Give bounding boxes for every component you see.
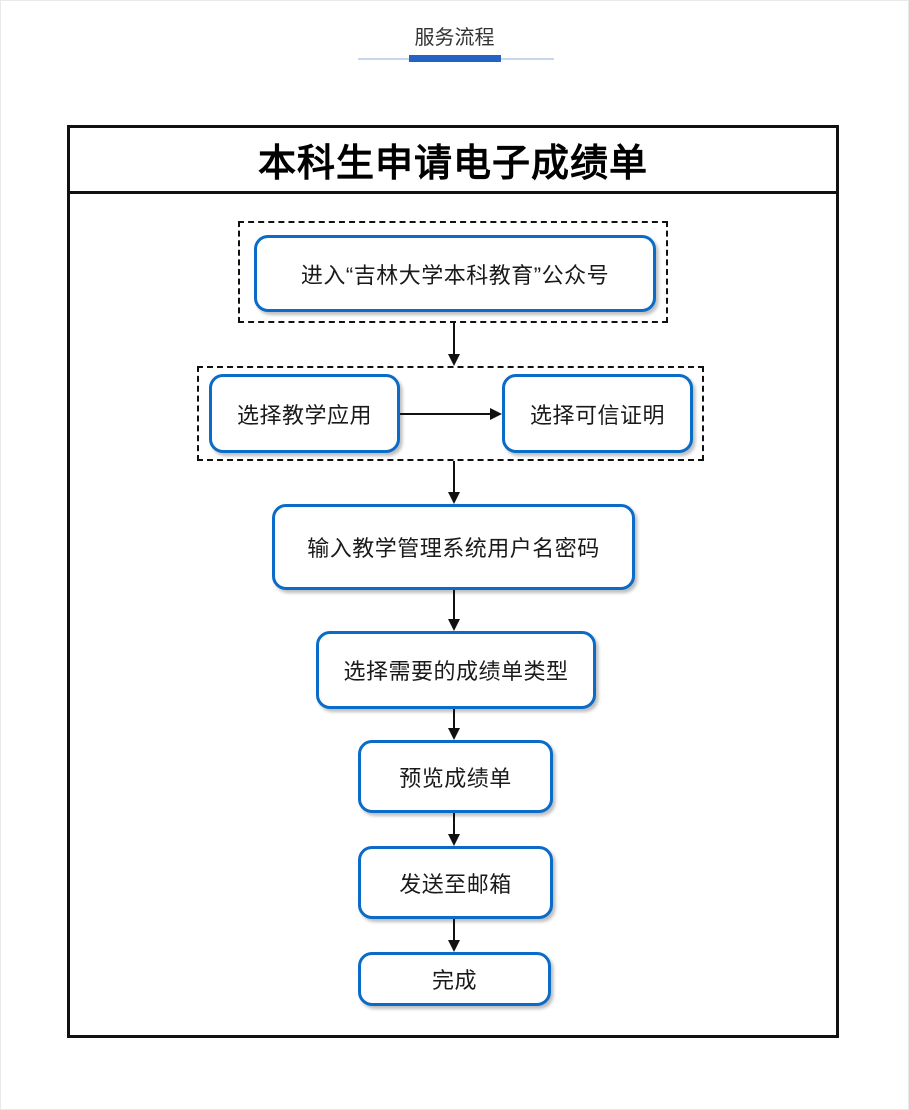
arrow-down-icon xyxy=(448,461,460,504)
node-select-teaching-app: 选择教学应用 xyxy=(209,374,400,453)
node-enter-official-account: 进入“吉林大学本科教育”公众号 xyxy=(254,235,656,312)
arrow-down-icon xyxy=(448,919,460,952)
node-select-trusted-certificate: 选择可信证明 xyxy=(502,374,693,453)
section-title: 服务流程 xyxy=(414,27,495,49)
node-send-to-email: 发送至邮箱 xyxy=(358,846,553,919)
node-preview-transcript: 预览成绩单 xyxy=(358,740,553,813)
flowchart-title: 本科生申请电子成绩单 xyxy=(70,128,836,194)
header-underline-accent xyxy=(409,55,501,62)
group-enter-account xyxy=(238,221,668,323)
node-done: 完成 xyxy=(358,952,551,1006)
arrow-down-icon xyxy=(448,323,460,366)
arrow-right-icon xyxy=(400,408,502,420)
arrow-down-icon xyxy=(448,709,460,740)
node-enter-credentials: 输入教学管理系统用户名密码 xyxy=(272,504,635,590)
group-select-app xyxy=(197,366,704,461)
flowchart-frame: 本科生申请电子成绩单 xyxy=(67,125,839,1038)
arrow-down-icon xyxy=(448,813,460,846)
node-select-transcript-type: 选择需要的成绩单类型 xyxy=(316,631,596,709)
arrow-down-icon xyxy=(448,590,460,631)
